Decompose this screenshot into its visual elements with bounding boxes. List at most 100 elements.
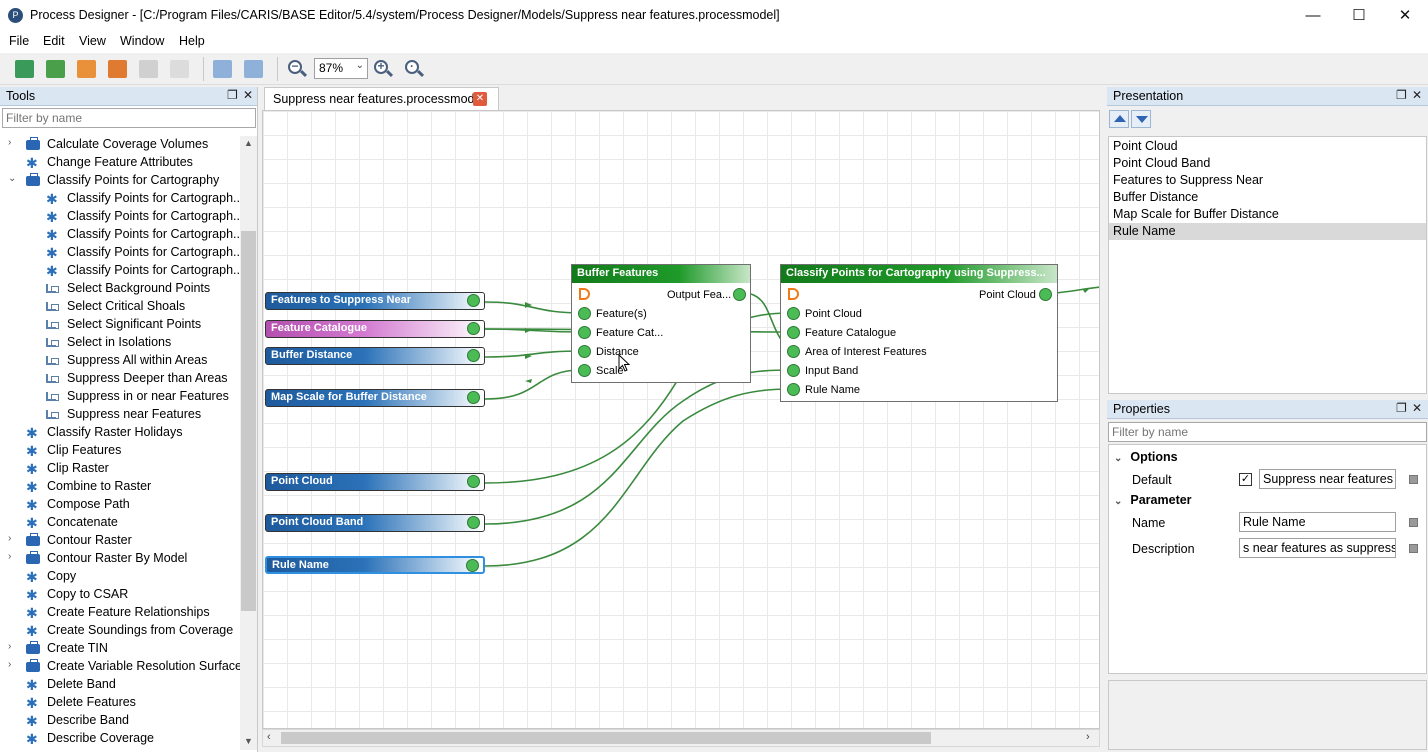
scroll-up-icon[interactable]: ▲ (244, 138, 253, 148)
output-port[interactable] (467, 516, 480, 529)
properties-filter-input[interactable] (1108, 422, 1427, 442)
tree-item[interactable]: ✱Copy to CSAR (0, 586, 240, 604)
input-port[interactable] (787, 364, 800, 377)
description-field[interactable]: s near features as suppressed. (1239, 538, 1396, 558)
process-node-buffer-features[interactable]: Buffer Features Output Fea... Feature(s)… (571, 264, 751, 383)
close-icon[interactable]: ✕ (1412, 401, 1423, 415)
input-port[interactable] (787, 345, 800, 358)
chevron-right-icon[interactable]: › (8, 137, 12, 148)
scroll-down-icon[interactable]: ▼ (244, 736, 253, 746)
tree-item[interactable]: ✱Delete Features (0, 694, 240, 712)
tree-item[interactable]: ›Calculate Coverage Volumes (0, 136, 240, 154)
tree-item[interactable]: ✱Clip Raster (0, 460, 240, 478)
input-node-point-cloud-band[interactable]: Point Cloud Band (265, 514, 485, 532)
import-icon[interactable] (46, 60, 65, 78)
parameter-section[interactable]: ⌄Parameter (1114, 493, 1192, 507)
input-port[interactable] (578, 326, 591, 339)
tree-item[interactable]: ›Contour Raster (0, 532, 240, 550)
tree-item[interactable]: Select Background Points (0, 280, 240, 298)
move-down-button[interactable] (1131, 110, 1151, 128)
tree-item[interactable]: ✱Copy (0, 568, 240, 586)
menu-window[interactable]: Window (120, 34, 165, 48)
close-icon[interactable]: ✕ (243, 88, 254, 102)
tools-filter-input[interactable] (2, 108, 256, 128)
list-item[interactable]: Features to Suppress Near (1113, 173, 1264, 187)
input-node-rule-name[interactable]: Rule Name (265, 556, 485, 574)
output-port[interactable] (466, 559, 479, 572)
restore-icon[interactable]: ❐ (1396, 88, 1407, 102)
tree-item[interactable]: ›Create Variable Resolution Surface (0, 658, 240, 676)
tree-item[interactable]: ›Contour Raster By Model (0, 550, 240, 568)
input-port[interactable] (578, 307, 591, 320)
tree-item[interactable]: ✱Classify Points for Cartograph... (0, 262, 240, 280)
chevron-right-icon[interactable]: › (8, 659, 12, 670)
tree-item[interactable]: ✱Clip Features (0, 442, 240, 460)
output-port[interactable] (467, 475, 480, 488)
input-port[interactable] (787, 307, 800, 320)
output-port[interactable] (733, 288, 746, 301)
zoom-fit-icon[interactable]: · (404, 59, 425, 79)
input-node-point-cloud[interactable]: Point Cloud (265, 473, 485, 491)
cascade-icon[interactable] (213, 60, 232, 78)
tree-item[interactable]: Select in Isolations (0, 334, 240, 352)
tree-item[interactable]: ✱Delete Band (0, 676, 240, 694)
scroll-right-icon[interactable]: › (1086, 731, 1090, 743)
options-section[interactable]: ⌄Options (1114, 450, 1178, 464)
default-edit-button[interactable] (1409, 475, 1418, 484)
zoom-select[interactable]: 87% ⌄ (314, 58, 368, 79)
description-edit-button[interactable] (1409, 544, 1418, 553)
node-header[interactable]: Buffer Features (572, 265, 750, 283)
restore-icon[interactable]: ❐ (227, 88, 238, 102)
menu-edit[interactable]: Edit (43, 34, 65, 48)
tree-item[interactable]: ✱Classify Points for Cartograph... (0, 244, 240, 262)
node-header[interactable]: Classify Points for Cartography using Su… (781, 265, 1057, 283)
chevron-down-icon[interactable]: ⌄ (8, 173, 17, 184)
tree-item[interactable]: ✱Classify Points for Cartograph... (0, 208, 240, 226)
output-port[interactable] (467, 391, 480, 404)
input-node-buffer-distance[interactable]: Buffer Distance (265, 347, 485, 365)
move-up-button[interactable] (1109, 110, 1129, 128)
input-port[interactable] (787, 326, 800, 339)
input-node-map-scale[interactable]: Map Scale for Buffer Distance (265, 389, 485, 407)
output-port[interactable] (467, 322, 480, 335)
tree-item[interactable]: ✱Combine to Raster (0, 478, 240, 496)
tree-item[interactable]: ✱Create Soundings from Coverage (0, 622, 240, 640)
minimize-button[interactable]: — (1305, 7, 1321, 24)
save-icon[interactable] (139, 60, 158, 78)
tree-item[interactable]: ⌄Classify Points for Cartography (0, 172, 240, 190)
input-port[interactable] (578, 345, 591, 358)
save-all-icon[interactable] (170, 60, 189, 78)
open-folder-icon[interactable] (77, 60, 96, 78)
input-node-features-to-suppress-near[interactable]: Features to Suppress Near (265, 292, 485, 310)
scroll-thumb[interactable] (241, 231, 256, 611)
canvas-horizontal-scrollbar[interactable]: ‹ › (262, 729, 1100, 747)
menu-help[interactable]: Help (179, 34, 205, 48)
tree-item[interactable]: ✱Describe Coverage (0, 730, 240, 748)
process-node-classify-points[interactable]: Classify Points for Cartography using Su… (780, 264, 1058, 402)
scroll-thumb[interactable] (281, 732, 931, 744)
name-edit-button[interactable] (1409, 518, 1418, 527)
tree-item[interactable]: ✱Classify Points for Cartograph... (0, 226, 240, 244)
zoom-out-icon[interactable]: − (287, 59, 308, 79)
chevron-right-icon[interactable]: › (8, 551, 12, 562)
tree-item[interactable]: ✱Concatenate (0, 514, 240, 532)
tree-item[interactable]: Suppress Deeper than Areas (0, 370, 240, 388)
tools-scrollbar[interactable]: ▲ ▼ (240, 136, 257, 750)
tree-item[interactable]: ✱Change Feature Attributes (0, 154, 240, 172)
name-field[interactable]: Rule Name (1239, 512, 1396, 532)
tree-item[interactable]: Suppress near Features (0, 406, 240, 424)
tree-item[interactable]: Select Critical Shoals (0, 298, 240, 316)
output-port[interactable] (467, 349, 480, 362)
output-port[interactable] (1039, 288, 1052, 301)
tree-item[interactable]: ›Create TIN (0, 640, 240, 658)
close-icon[interactable]: ✕ (1412, 88, 1423, 102)
chevron-right-icon[interactable]: › (8, 533, 12, 544)
tree-item[interactable]: ✱Compose Path (0, 496, 240, 514)
tile-icon[interactable] (244, 60, 263, 78)
tree-item[interactable]: ✱Classify Raster Holidays (0, 424, 240, 442)
close-tab-icon[interactable]: ✕ (473, 92, 487, 106)
tree-item[interactable]: Select Significant Points (0, 316, 240, 334)
list-item[interactable]: Map Scale for Buffer Distance (1113, 207, 1279, 221)
menu-view[interactable]: View (79, 34, 106, 48)
chevron-right-icon[interactable]: › (8, 641, 12, 652)
